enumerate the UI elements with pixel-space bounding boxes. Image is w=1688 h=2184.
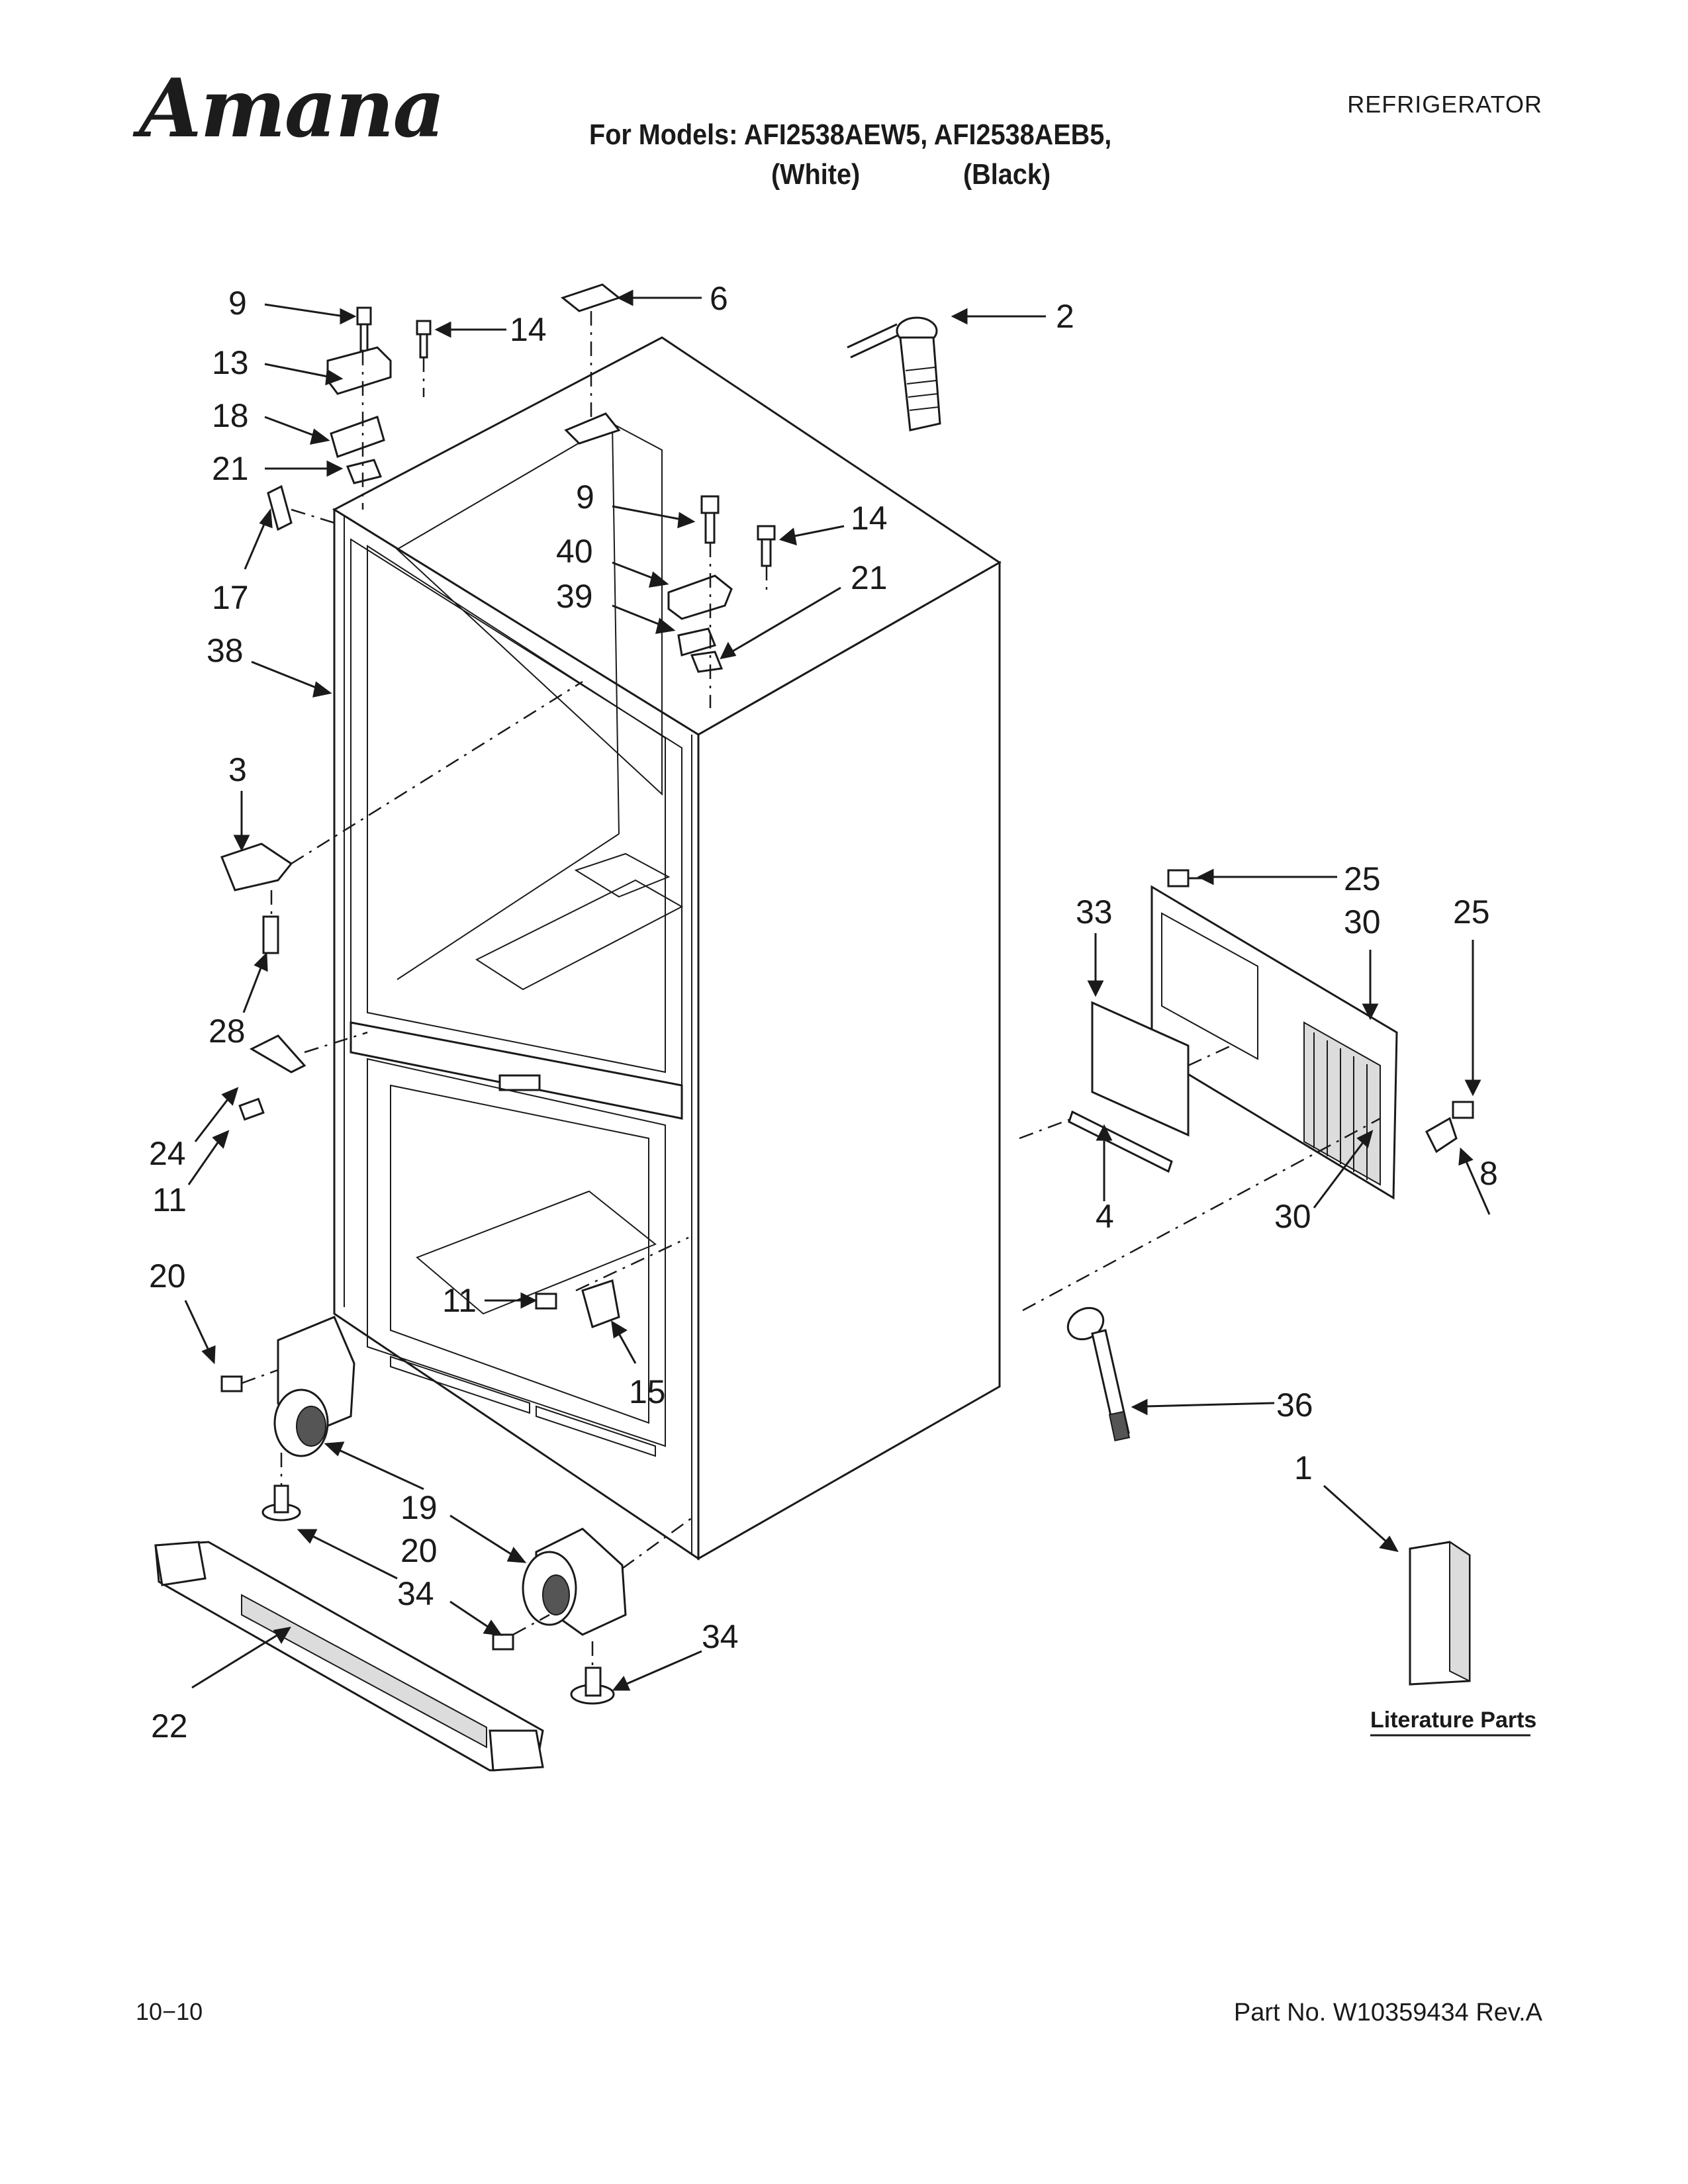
callout-label: 20 — [149, 1257, 186, 1295]
water-inlet-2 — [847, 316, 941, 432]
seal-4 — [1068, 1110, 1173, 1173]
callout-label: 8 — [1479, 1155, 1498, 1192]
callout-label: 30 — [1274, 1198, 1311, 1235]
callout-label: 21 — [851, 559, 888, 596]
literature-parts-label: Literature Parts — [1370, 1707, 1536, 1733]
callout-label: 40 — [556, 533, 593, 570]
toe-grille-22 — [154, 1541, 544, 1772]
part-number: Part No. W10359434 Rev.A — [1233, 1999, 1542, 2026]
leader-lines — [184, 289, 1491, 1691]
right-roller-assembly — [492, 1514, 696, 1705]
callout-label: 2 — [1056, 298, 1074, 335]
callout-label: 38 — [207, 632, 244, 669]
date-code: 10−10 — [136, 1998, 203, 2025]
callout-label: 39 — [556, 578, 593, 615]
door-stop-3 — [220, 680, 583, 954]
top-left-hinge-assembly — [326, 306, 432, 510]
callout-label: 22 — [151, 1707, 188, 1745]
bracket-24 — [238, 1031, 368, 1121]
callout-label: 20 — [400, 1532, 438, 1569]
callout-label: 25 — [1344, 860, 1381, 897]
callout-label: 24 — [149, 1135, 186, 1172]
literature-book-1 — [1409, 1541, 1471, 1686]
callout-label: 34 — [397, 1575, 434, 1612]
callout-label: 34 — [702, 1618, 739, 1655]
callout-label: 6 — [710, 280, 728, 317]
callout-label: 4 — [1096, 1198, 1114, 1235]
callout-label: 14 — [510, 311, 547, 348]
filter-33 — [1091, 1001, 1232, 1137]
bracket-17 — [267, 484, 293, 531]
callout-label: 14 — [851, 500, 888, 537]
color-black-label: (Black) — [963, 158, 1051, 191]
callout-label: 30 — [1344, 903, 1381, 940]
clamp-8 — [1425, 1101, 1474, 1154]
clip-15 — [535, 1236, 689, 1328]
callout-label: 28 — [209, 1013, 246, 1050]
top-right-hinge-assembly — [667, 495, 776, 708]
left-roller-assembly — [220, 1316, 355, 1522]
models-line: For Models: AFI2538AEW5, AFI2538AEB5, — [589, 118, 1112, 151]
callout-label: 17 — [212, 579, 249, 616]
callout-label: 11 — [442, 1282, 477, 1319]
callout-label: 36 — [1276, 1387, 1313, 1424]
callout-label: 3 — [228, 751, 247, 788]
callout-label: 9 — [576, 478, 594, 516]
amana-logo: Amana — [139, 60, 445, 156]
refrigerator-cabinet — [332, 336, 1002, 1561]
category-label: REFRIGERATOR — [1347, 91, 1542, 118]
ice-scoop-36 — [1066, 1306, 1131, 1441]
callout-label: 21 — [212, 450, 249, 487]
callout-label: 9 — [228, 285, 247, 322]
callout-label: 11 — [152, 1181, 187, 1218]
callout-label: 25 — [1453, 893, 1490, 931]
callout-label: 1 — [1294, 1449, 1313, 1486]
color-white-label: (White) — [771, 158, 861, 191]
callout-numbers: 9 14 6 2 13 18 21 17 38 9 14 40 39 21 3 … — [149, 280, 1498, 1745]
callout-label: 19 — [400, 1489, 438, 1526]
callout-label: 18 — [212, 397, 249, 434]
callout-label: 33 — [1076, 893, 1113, 931]
callout-label: 15 — [629, 1373, 666, 1410]
callout-label: 13 — [212, 344, 249, 381]
